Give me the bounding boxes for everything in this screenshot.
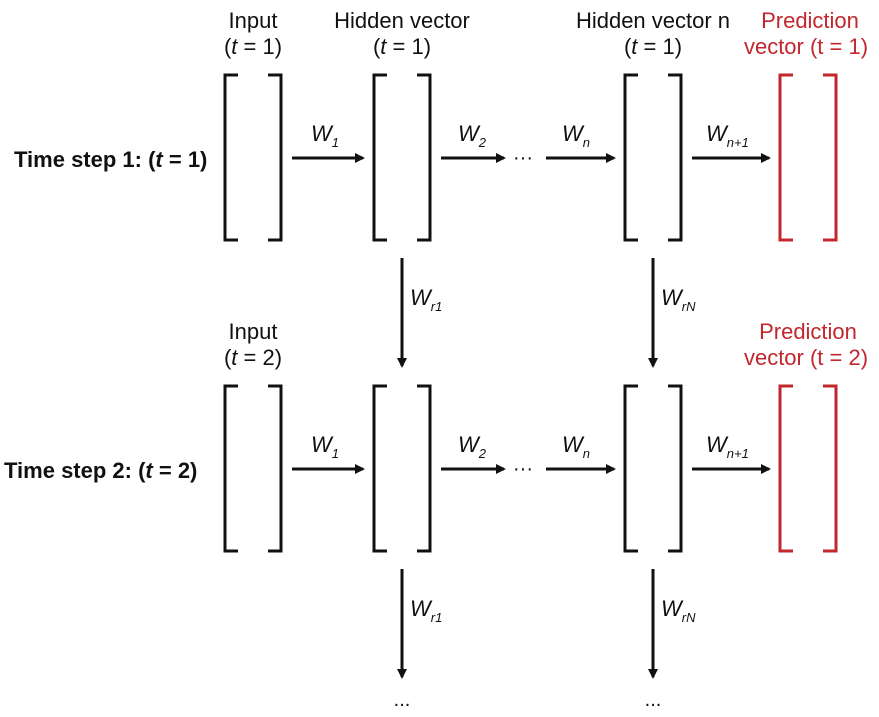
label-wn-t2: Wn <box>562 432 590 461</box>
label-wrN-t1: WrN <box>661 285 696 314</box>
header-input-t2-line2: (t = 2) <box>224 345 282 370</box>
header-prediction-t1-line2: vector (t = 1) <box>744 34 868 59</box>
header-input-t2: Input (t = 2) <box>224 319 282 370</box>
header-hiddenn-t1-line1: Hidden vector n <box>576 8 730 33</box>
header-hidden-t1-line1: Hidden vector <box>334 8 470 33</box>
label-w2-t2: W2 <box>458 432 487 461</box>
hidden-vector-t1 <box>372 73 432 242</box>
bottom-ellipsis-hidden-n: ... <box>645 689 662 711</box>
header-input-t2-line1: Input <box>229 319 278 344</box>
label-w2-t1: W2 <box>458 121 487 150</box>
header-hiddenn-t1-line2: (t = 1) <box>624 34 682 59</box>
label-wn1-t2: Wn+1 <box>706 432 749 461</box>
label-wr1-t2: Wr1 <box>410 596 442 625</box>
row-label-step2: Time step 2: (t = 2) <box>4 458 197 483</box>
header-hiddenn-t1: Hidden vector n (t = 1) <box>576 8 730 59</box>
header-input-t1: Input (t = 1) <box>224 8 282 59</box>
label-wrN-t2: WrN <box>661 596 696 625</box>
label-w1-t1: W1 <box>311 121 339 150</box>
hidden-vector-n-t2 <box>623 384 683 553</box>
input-vector-t2 <box>223 384 283 553</box>
hidden-vector-t2 <box>372 384 432 553</box>
label-w1-t2: W1 <box>311 432 339 461</box>
row-label-step1: Time step 1: (t = 1) <box>14 147 207 172</box>
header-hidden-t1: Hidden vector (t = 1) <box>334 8 470 59</box>
ellipsis-t1: ··· <box>513 147 533 169</box>
header-prediction-t2-line1: Prediction <box>759 319 857 344</box>
label-wn-t1: Wn <box>562 121 590 150</box>
header-prediction-t2-line2: vector (t = 2) <box>744 345 868 370</box>
ellipsis-t2: ··· <box>513 458 533 480</box>
header-hidden-t1-line2: (t = 1) <box>373 34 431 59</box>
input-vector-t1 <box>223 73 283 242</box>
header-prediction-t1: Prediction vector (t = 1) <box>744 8 868 59</box>
label-wn1-t1: Wn+1 <box>706 121 749 150</box>
hidden-vector-n-t1 <box>623 73 683 242</box>
prediction-vector-t1 <box>778 73 838 242</box>
header-prediction-t2: Prediction vector (t = 2) <box>744 319 868 370</box>
header-prediction-t1-line1: Prediction <box>761 8 859 33</box>
label-wr1-t1: Wr1 <box>410 285 442 314</box>
prediction-vector-t2 <box>778 384 838 553</box>
header-input-t1-line1: Input <box>229 8 278 33</box>
bottom-ellipsis-hidden: ... <box>394 689 411 711</box>
header-input-t1-line2: (t = 1) <box>224 34 282 59</box>
